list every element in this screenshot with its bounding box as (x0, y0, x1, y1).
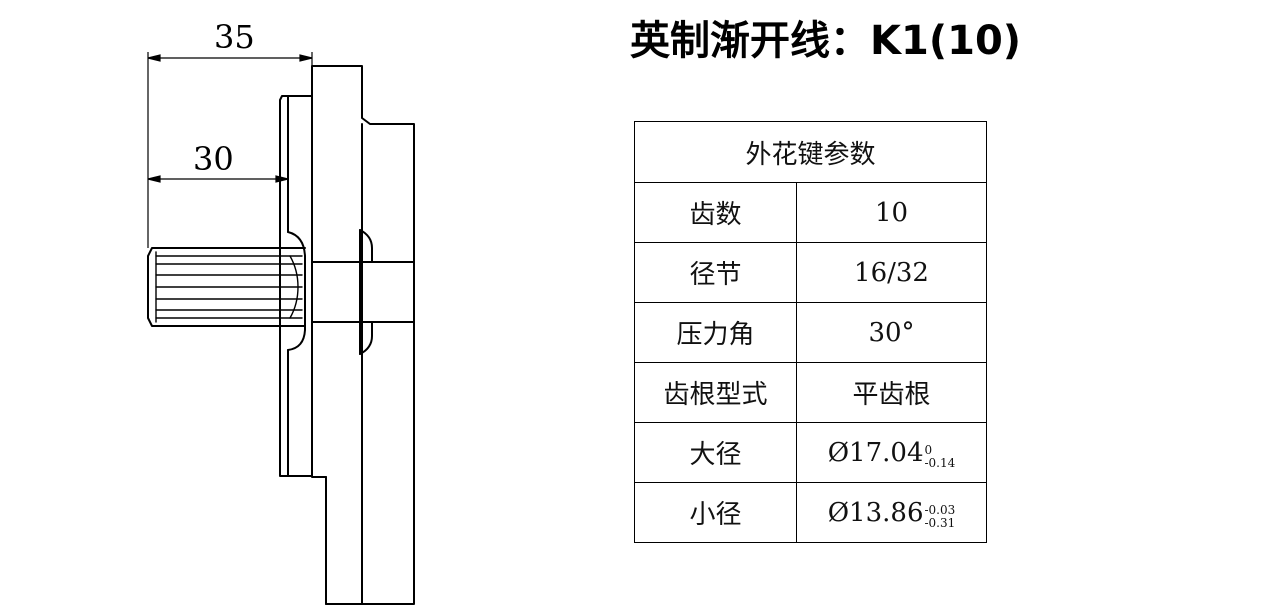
tolerance-lower: -0.14 (924, 455, 956, 470)
arrowhead (299, 54, 313, 62)
row-value: 16/32 (796, 242, 987, 303)
table-row: 径节 16/32 (634, 242, 987, 303)
diameter-value: Ø13.86 (827, 497, 924, 528)
row-label: 大径 (634, 422, 797, 483)
arrowhead (147, 175, 161, 183)
row-label: 齿数 (634, 182, 797, 243)
dimension-label-30: 30 (193, 140, 234, 178)
recess-outline (311, 229, 373, 263)
shaft-outline (147, 247, 306, 327)
relief-curve (287, 231, 306, 351)
tolerance-lower: -0.31 (924, 515, 956, 530)
tolerance-upper: 0 (924, 442, 933, 457)
flange-outline (311, 65, 415, 605)
row-label: 径节 (634, 242, 797, 303)
row-value: 平齿根 (796, 362, 987, 423)
table-row: 压力角 30° (634, 302, 987, 363)
arrowhead (147, 54, 161, 62)
tolerance: -0.03-0.31 (924, 502, 956, 530)
table-row: 小径 Ø13.86-0.03-0.31 (634, 482, 987, 543)
table-header-row: 外花键参数 (634, 121, 987, 183)
table-row: 齿数 10 (634, 182, 987, 243)
row-label: 压力角 (634, 302, 797, 363)
spline-title: 英制渐开线：K1(10) (630, 18, 1022, 64)
row-label: 齿根型式 (634, 362, 797, 423)
row-label: 小径 (634, 482, 797, 543)
table-row: 齿根型式 平齿根 (634, 362, 987, 423)
dimension-label-35: 35 (214, 18, 255, 56)
arrowhead (275, 175, 289, 183)
recess-outline (311, 321, 373, 355)
row-value: 10 (796, 182, 987, 243)
tolerance: 0-0.14 (924, 442, 956, 470)
spline-run-out (289, 255, 299, 319)
row-value-with-tolerance: Ø13.86-0.03-0.31 (796, 482, 987, 543)
spline-parameters-table: 外花键参数 齿数 10 径节 16/32 压力角 30° 齿根型式 平齿根 大径… (634, 121, 987, 543)
table-header: 外花键参数 (634, 121, 987, 183)
row-value: 30° (796, 302, 987, 363)
diameter-value: Ø17.04 (827, 437, 924, 468)
hub-outline (279, 95, 313, 477)
tolerance-upper: -0.03 (924, 502, 956, 517)
